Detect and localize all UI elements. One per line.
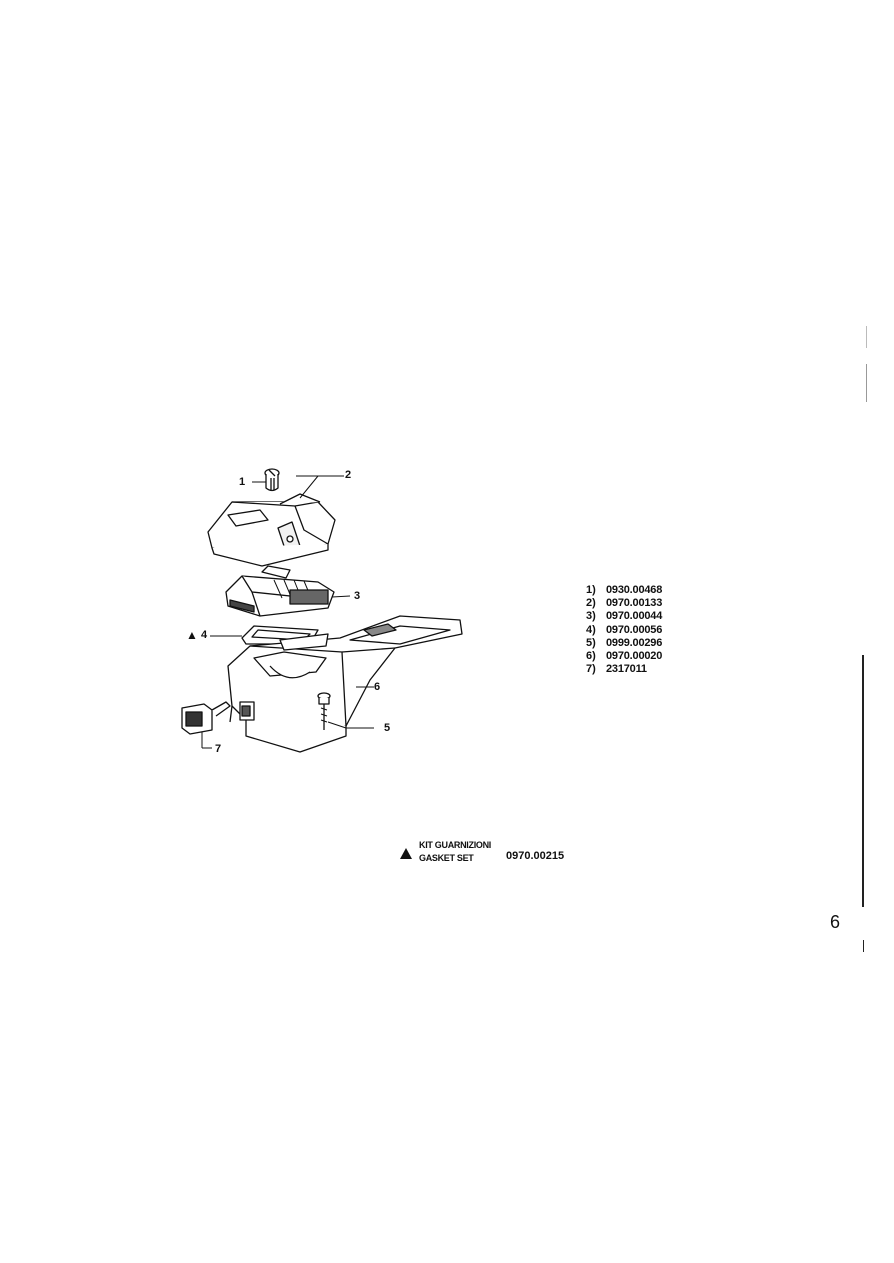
part-1-screw — [264, 468, 280, 492]
parts-list-item: 2) 0970.00133 — [586, 597, 736, 610]
scan-edge-mark — [863, 940, 864, 952]
part-index: 1) — [586, 584, 596, 596]
scan-edge-mark — [866, 364, 867, 402]
parts-list-item: 1) 0930.00468 — [586, 584, 736, 597]
part-code: 0930.00468 — [606, 584, 663, 596]
gasket-set-label-en: GASKET SET — [419, 853, 474, 863]
part-index: 2) — [586, 597, 596, 610]
part-code: 0970.00044 — [606, 610, 663, 623]
parts-list-item: 4) 0970.00056 — [586, 624, 736, 637]
part-index: 3) — [586, 610, 596, 623]
part-5-bolt — [317, 692, 331, 730]
callout-7: 7 — [215, 743, 222, 755]
part-code: 0970.00020 — [606, 650, 663, 663]
part-7-connector — [181, 701, 255, 735]
part-3-filter — [225, 565, 335, 617]
part-2-cover — [207, 493, 336, 567]
parts-list-item: 5) 0999.00296 — [586, 637, 736, 650]
part-index: 4) — [586, 623, 596, 636]
part-code: 0999.00296 — [606, 636, 663, 649]
part-code: 0970.00056 — [606, 623, 663, 636]
part-code: 2317011 — [606, 663, 647, 676]
scan-edge-mark — [866, 326, 867, 348]
part-code: 0970.00133 — [606, 597, 663, 610]
callout-3: 3 — [354, 590, 361, 602]
part-6-housing — [227, 615, 463, 753]
parts-list: 1) 0930.00468 2) 0970.00133 3) 0970.0004… — [586, 584, 736, 676]
callout-5: 5 — [384, 722, 391, 734]
exploded-view-diagram — [181, 468, 463, 753]
parts-list-item: 7) 2317011 — [586, 663, 736, 676]
triangle-marker-icon — [400, 848, 412, 859]
gasket-set-label-it: KIT GUARNIZIONI — [419, 840, 491, 850]
callout-1: 1 — [239, 476, 246, 488]
part-index: 5) — [586, 636, 596, 649]
callout-4: 4 — [201, 629, 208, 641]
parts-list-item: 3) 0970.00044 — [586, 610, 736, 623]
part-index: 7) — [586, 663, 596, 676]
part-index: 6) — [586, 650, 596, 663]
callout-6: 6 — [374, 681, 381, 693]
scan-edge-mark — [862, 655, 864, 907]
callout-2: 2 — [345, 469, 352, 481]
page-number: 6 — [830, 912, 841, 932]
parts-list-item: 6) 0970.00020 — [586, 650, 736, 663]
gasket-set-note: KIT GUARNIZIONI GASKET SET 0970.00215 — [400, 838, 600, 870]
gasket-set-code: 0970.00215 — [506, 850, 565, 862]
callout-4-marker: ▲ — [186, 628, 198, 642]
